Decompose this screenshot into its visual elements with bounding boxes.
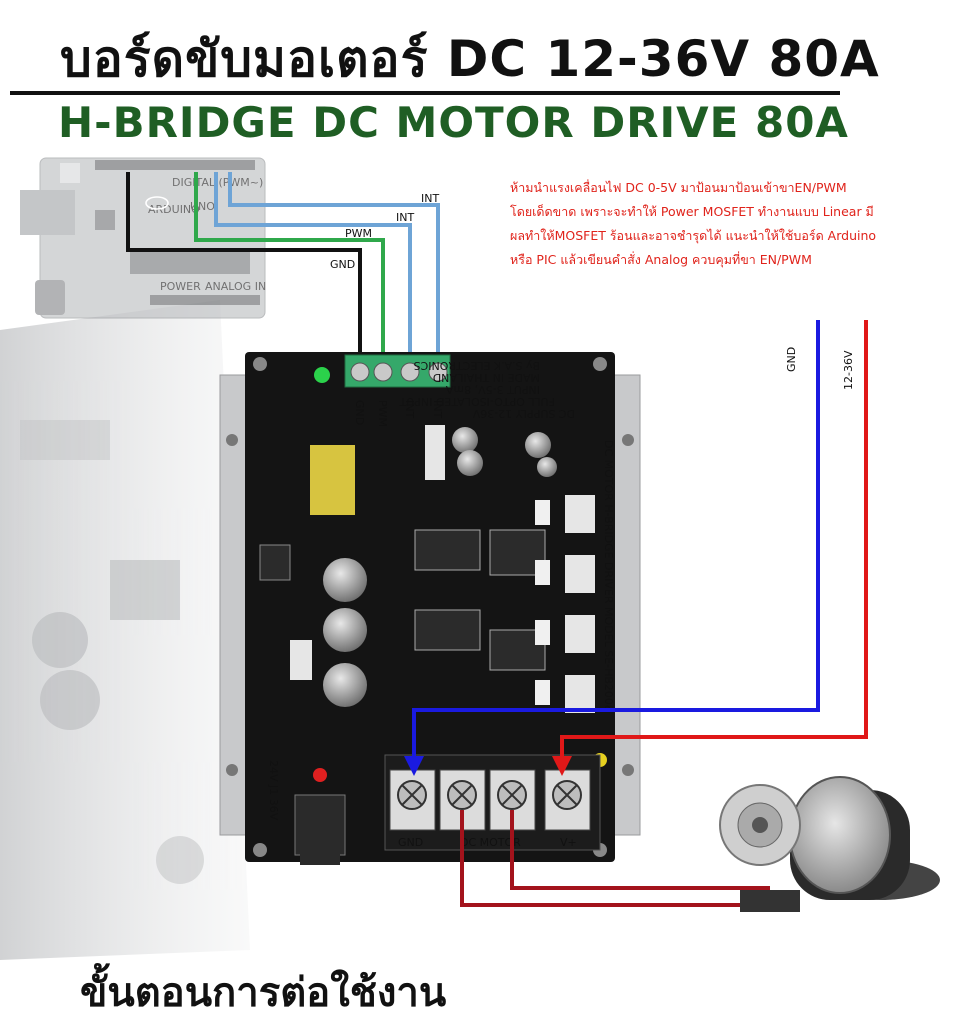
dc-motor: [719, 776, 940, 912]
background-board-photo: [0, 300, 250, 960]
warning-line-1: ห้ามนำแรงเคลื่อนไฟ DC 0-5V มาป้อนมาป้อนเ…: [510, 180, 847, 195]
header-pin-int-b: INT: [431, 400, 444, 418]
label-int-a: INT: [421, 192, 439, 205]
wire-int-b: [214, 172, 412, 368]
wire-vin-power: [560, 320, 868, 760]
page-title-thai: บอร์ดขับมอเตอร์ DC 12-36V 80A: [60, 30, 880, 88]
wire-pwm: [194, 172, 385, 368]
header-pin-gnd: GND: [353, 400, 366, 425]
board-text-origin: MADE IN THAILAND: [433, 371, 540, 384]
board-text-maker: By S.A.K ELECTRONICS: [414, 359, 540, 372]
warning-line-2: โดยเด็ดขาด เพราะจะทำให้ Power MOSFET ทำง…: [510, 204, 874, 219]
jumper-label: 24V J1 36V: [267, 760, 280, 821]
motor-wires: [460, 810, 770, 907]
label-gnd-signal: GND: [330, 258, 355, 271]
power-wires: [404, 320, 868, 776]
board-model-text: DC MOTOR H-BRIDGE DRIVER MODEL SE-HB2008: [602, 440, 615, 712]
arduino-analog-label: ANALOG IN: [205, 280, 266, 293]
arduino-power-label: POWER: [160, 280, 201, 293]
wire-int-a: [228, 172, 440, 368]
label-pwm: PWM: [345, 227, 372, 240]
arduino-uno-board: ARDUINO UNO DIGITAL (PWM~) POWER ANALOG …: [20, 157, 266, 319]
terminal-label-vplus: V+: [560, 836, 577, 849]
signal-wires: [126, 172, 440, 368]
wire-gnd-signal: [126, 172, 362, 368]
label-gnd-power: GND: [785, 347, 798, 372]
wiring-diagram: ARDUINO UNO DIGITAL (PWM~) POWER ANALOG …: [0, 157, 940, 960]
terminal-label-gnd: GND: [398, 836, 423, 849]
board-text-supply: DC SUPPLY 12-36V: [472, 407, 575, 420]
warning-line-3: ผลทำให้MOSFET ร้อนและอาจชำรุดได้ แนะนำให…: [510, 228, 877, 243]
header-pin-pwm: PWM: [376, 400, 389, 427]
board-text-opto: FULL OPTO-ISOLATED INPUT: [399, 395, 555, 408]
label-int-b: INT: [396, 211, 414, 224]
arduino-logo-text: ARDUINO: [148, 203, 200, 216]
warning-line-4: หรือ PIC แล้วเขียนคำสั่ง Analog ควบคุมที…: [510, 252, 812, 267]
warning-note: ห้ามนำแรงเคลื่อนไฟ DC 0-5V มาป้อนมาป้อนเ…: [510, 176, 950, 272]
page-title-english: H-BRIDGE DC MOTOR DRIVE 80A: [58, 98, 849, 147]
motor-driver-board: GND PWM INT INT By S.A.K ELECTRONICS MAD…: [219, 352, 641, 865]
board-text-input: INPUT 3-5V, 8mA: [445, 383, 540, 396]
arduino-uno-text: UNO: [190, 200, 215, 213]
label-vin-power: 12-36V: [842, 350, 855, 390]
title-underline: [10, 91, 840, 95]
wire-gnd-power: [412, 320, 820, 760]
terminal-label-motor: DC MOTOR: [460, 836, 521, 849]
header-pin-int-a: INT: [403, 400, 416, 418]
footer-title: ขั้นตอนการต่อใช้งาน: [80, 970, 447, 1016]
